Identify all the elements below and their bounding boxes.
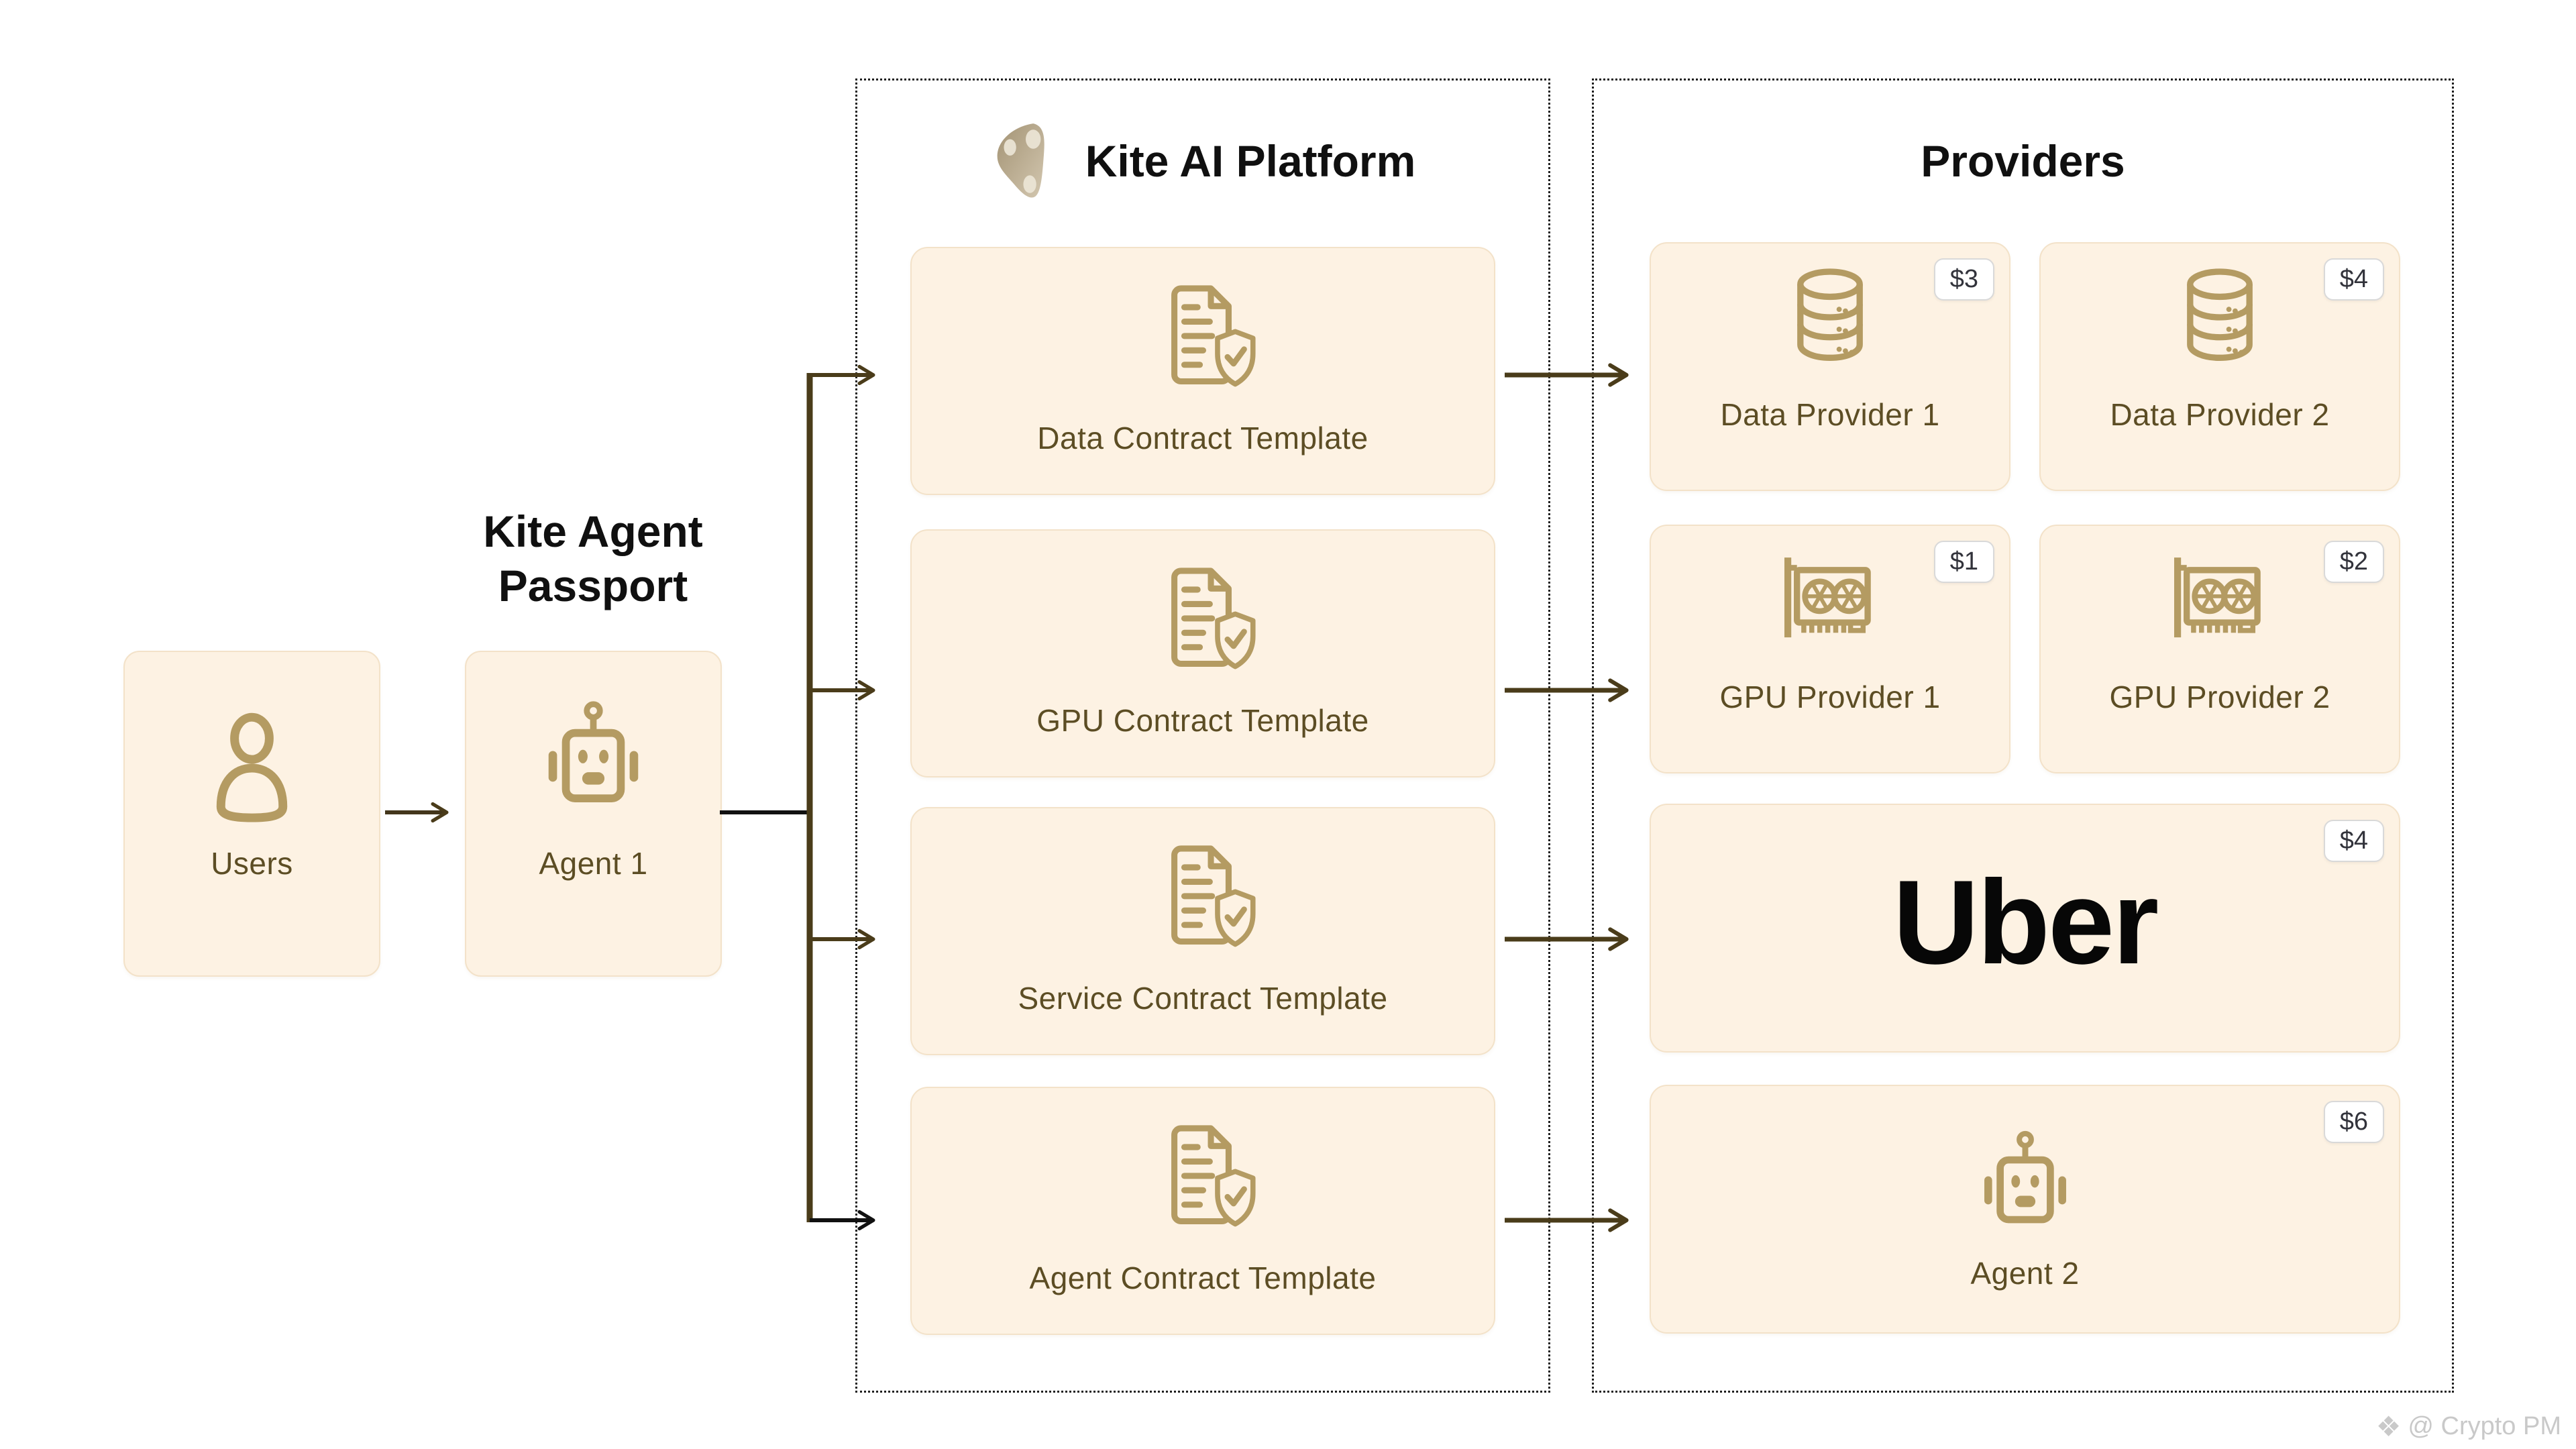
diamond-cluster-icon: ❖ <box>2375 1410 2402 1442</box>
database-icon <box>2041 260 2399 374</box>
data-provider-2-card: $4 Data Provider 2 <box>2039 242 2400 491</box>
uber-card: $4 Uber <box>1650 804 2400 1053</box>
gpu-provider-2-label: GPU Provider 2 <box>2109 680 2330 714</box>
data-contract-template-label: Data Contract Template <box>1037 421 1368 455</box>
gpu-provider-1-card: $1 GPU Provider 1 <box>1650 525 2010 773</box>
data-provider-1-card: $3 Data Provider 1 <box>1650 242 2010 491</box>
robot-icon <box>1651 1128 2399 1247</box>
agent-contract-template-card: Agent Contract Template <box>910 1087 1495 1335</box>
kite-ai-platform-title: Kite AI Platform <box>1085 136 1416 186</box>
price-badge: $2 <box>2323 541 2384 583</box>
price-badge: $4 <box>2323 258 2384 301</box>
agent1-box: Agent 1 <box>465 651 722 977</box>
database-icon <box>1651 260 2009 374</box>
gpu-contract-template-label: GPU Contract Template <box>1036 703 1369 738</box>
watermark-text: @ Crypto PM <box>2408 1412 2561 1440</box>
price-badge: $1 <box>1933 541 1994 583</box>
data-provider-2-label: Data Provider 2 <box>2110 397 2330 432</box>
robot-icon <box>466 698 720 828</box>
agent1-label: Agent 1 <box>539 846 648 881</box>
data-contract-template-card: Data Contract Template <box>910 247 1495 495</box>
uber-wordmark: Uber <box>1892 855 2159 989</box>
doc-shield-icon <box>912 282 1494 392</box>
gpu-contract-template-card: GPU Contract Template <box>910 529 1495 777</box>
gpu-card-icon <box>1651 543 2009 657</box>
data-provider-1-label: Data Provider 1 <box>1720 397 1940 432</box>
doc-shield-icon <box>912 1122 1494 1232</box>
doc-shield-icon <box>912 564 1494 675</box>
users-label: Users <box>211 846 293 881</box>
agent2-card: $6 Agent 2 <box>1650 1085 2400 1334</box>
price-badge: $4 <box>2323 820 2384 862</box>
price-badge: $3 <box>1933 258 1994 301</box>
providers-header: Providers <box>1594 117 2452 205</box>
agent2-label: Agent 2 <box>1970 1256 2080 1291</box>
gpu-card-icon <box>2041 543 2399 657</box>
price-badge: $6 <box>2323 1101 2384 1143</box>
service-contract-template-card: Service Contract Template <box>910 807 1495 1055</box>
kite-logo <box>997 123 1044 198</box>
gpu-provider-1-label: GPU Provider 1 <box>1719 680 1941 714</box>
doc-shield-icon <box>912 842 1494 953</box>
service-contract-template-label: Service Contract Template <box>1018 981 1388 1016</box>
kite-ai-platform-container: Kite AI Platform Data Contract Template … <box>855 78 1550 1393</box>
kite-ai-platform-header: Kite AI Platform <box>857 117 1548 205</box>
passport-heading: Kite Agent Passport <box>483 506 703 610</box>
person-icon <box>125 702 379 826</box>
providers-title: Providers <box>1921 136 2125 186</box>
gpu-provider-2-card: $2 GPU Provider 2 <box>2039 525 2400 773</box>
users-box: Users <box>123 651 380 977</box>
watermark: ❖ @ Crypto PM <box>2376 1412 2561 1441</box>
agent-contract-template-label: Agent Contract Template <box>1029 1260 1377 1295</box>
providers-container: Providers $3 Data Provider 1 $4 Data Pro… <box>1592 78 2454 1393</box>
